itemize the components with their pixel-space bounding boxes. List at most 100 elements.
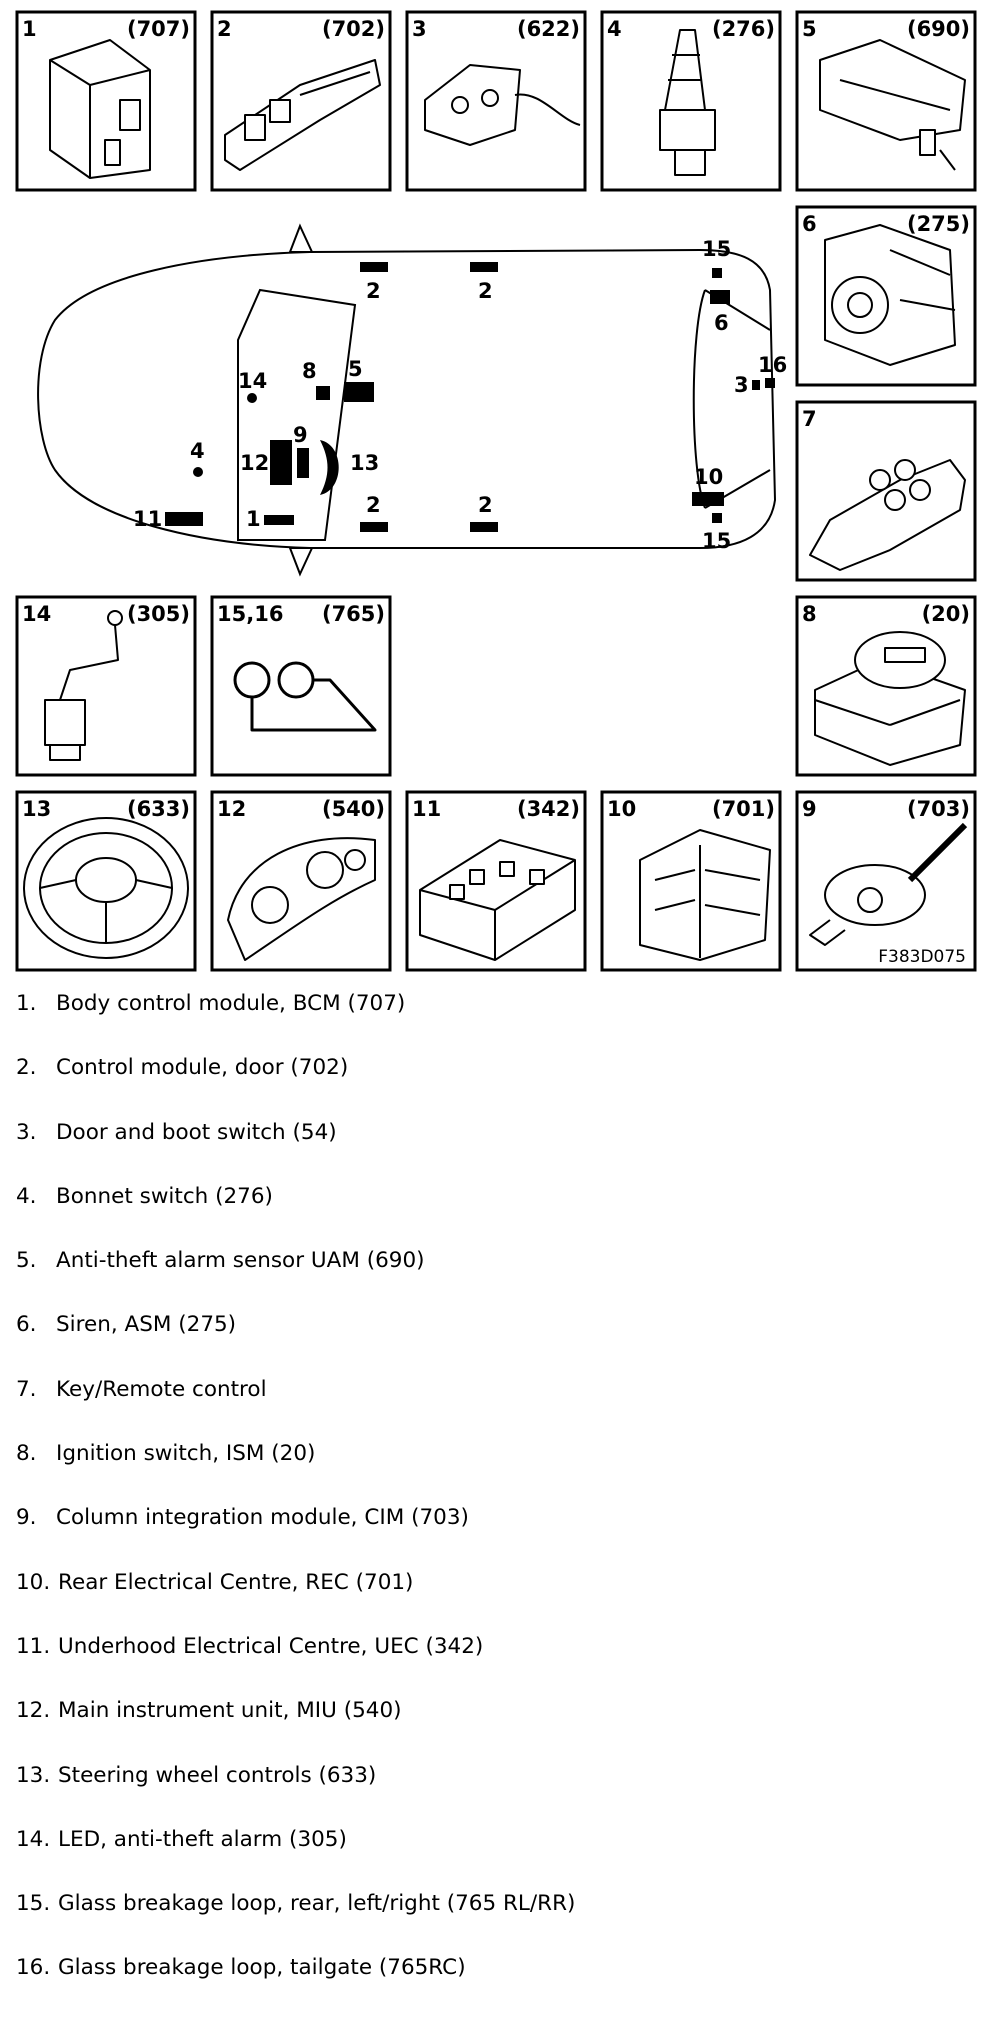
- ignition-switch-icon: [815, 632, 965, 765]
- marker-door-rl: [470, 262, 498, 272]
- label-tailgate: 16: [758, 353, 787, 377]
- box-11-number: 11: [412, 797, 441, 821]
- legend-item: 7.Key/Remote control: [16, 1376, 575, 1440]
- box-3-number: 3: [412, 17, 427, 41]
- label-switch-rear: 3: [734, 373, 749, 397]
- box-1-code: (707): [127, 17, 190, 41]
- box-1-number: 1: [22, 17, 37, 41]
- legend-item: 16.Glass breakage loop, tailgate (765RC): [16, 1954, 575, 2018]
- label-cim: 9: [293, 423, 308, 447]
- box-5-code: (690): [907, 17, 970, 41]
- figure-code: F383D075: [878, 947, 966, 967]
- marker-glass-bottom: [712, 513, 722, 523]
- glass-breakage-loop-icon: [235, 663, 375, 730]
- box-4-code: (276): [712, 17, 775, 41]
- marker-bonnet: [193, 467, 203, 477]
- marker-ignition: [316, 386, 330, 400]
- anti-theft-sensor-icon: [820, 40, 965, 170]
- marker-door-fl: [360, 262, 388, 272]
- legend-item: 3.Door and boot switch (54): [16, 1119, 575, 1183]
- box-14-number: 14: [22, 602, 51, 626]
- box-9-number: 9: [802, 797, 817, 821]
- legend-item: 2.Control module, door (702): [16, 1054, 575, 1118]
- box-7-number: 7: [802, 407, 817, 431]
- label-door-rl: 2: [478, 279, 493, 303]
- marker-siren: [710, 290, 730, 304]
- label-led: 14: [238, 369, 267, 393]
- body-control-module-icon: [50, 40, 150, 178]
- instrument-cluster-icon: [228, 838, 375, 960]
- label-siren: 6: [714, 311, 729, 335]
- label-glass-bottom: 15: [702, 529, 731, 553]
- box-14-code: (305): [127, 602, 190, 626]
- label-sensor: 5: [348, 357, 363, 381]
- box-12-code: (540): [322, 797, 385, 821]
- label-uec: 11: [133, 507, 162, 531]
- legend-item: 1.Body control module, BCM (707): [16, 990, 575, 1054]
- legend-item: 14.LED, anti-theft alarm (305): [16, 1826, 575, 1890]
- legend-item: 11.Underhood Electrical Centre, UEC (342…: [16, 1633, 575, 1697]
- box-11-code: (342): [517, 797, 580, 821]
- box-3-code: (622): [517, 17, 580, 41]
- legend-item: 15.Glass breakage loop, rear, left/right…: [16, 1890, 575, 1954]
- component-location-diagram: 1 (707) 2 (702) 3 (622) 4 (276) 5 (690) …: [0, 0, 1008, 975]
- door-boot-switch-icon: [425, 65, 580, 145]
- box-5-number: 5: [802, 17, 817, 41]
- siren-icon: [825, 225, 955, 365]
- legend-item: 5.Anti-theft alarm sensor UAM (690): [16, 1247, 575, 1311]
- box-10-code: (701): [712, 797, 775, 821]
- box-6-code: (275): [907, 212, 970, 236]
- box-15-16-code: (765): [322, 602, 385, 626]
- steering-wheel-icon: [24, 818, 188, 958]
- label-rec: 10: [694, 465, 723, 489]
- marker-door-rr: [470, 522, 498, 532]
- box-13-code: (633): [127, 797, 190, 821]
- box-13-number: 13: [22, 797, 51, 821]
- legend-item: 13.Steering wheel controls (633): [16, 1762, 575, 1826]
- box-12-number: 12: [217, 797, 246, 821]
- box-2-code: (702): [322, 17, 385, 41]
- fuse-box-icon: [420, 840, 575, 960]
- marker-sensor: [344, 382, 374, 402]
- marker-door-fr: [360, 522, 388, 532]
- bonnet-switch-icon: [660, 30, 715, 175]
- label-glass-top: 15: [702, 237, 731, 261]
- label-door-fr: 2: [366, 493, 381, 517]
- label-door-fl: 2: [366, 279, 381, 303]
- component-legend: 1.Body control module, BCM (707) 2.Contr…: [16, 990, 575, 2019]
- box-8-code: (20): [922, 602, 970, 626]
- box-4-number: 4: [607, 17, 622, 41]
- label-bonnet: 4: [190, 439, 205, 463]
- marker-uec: [165, 512, 203, 526]
- legend-item: 6.Siren, ASM (275): [16, 1311, 575, 1375]
- legend-item: 8.Ignition switch, ISM (20): [16, 1440, 575, 1504]
- label-door-rr: 2: [478, 493, 493, 517]
- label-ignition: 8: [302, 359, 317, 383]
- box-8-number: 8: [802, 602, 817, 626]
- legend-item: 9.Column integration module, CIM (703): [16, 1504, 575, 1568]
- legend-item: 10.Rear Electrical Centre, REC (701): [16, 1569, 575, 1633]
- door-control-module-icon: [225, 60, 380, 170]
- rear-electrical-centre-icon: [640, 830, 770, 960]
- marker-bcm: [264, 515, 294, 525]
- marker-led: [247, 393, 257, 403]
- box-2-number: 2: [217, 17, 232, 41]
- box-6-number: 6: [802, 212, 817, 236]
- box-10-number: 10: [607, 797, 636, 821]
- marker-cim: [297, 448, 309, 478]
- marker-miu: [270, 440, 292, 485]
- marker-tailgate: [765, 378, 775, 388]
- label-miu: 12: [240, 451, 269, 475]
- legend-item: 4.Bonnet switch (276): [16, 1183, 575, 1247]
- remote-key-icon: [810, 460, 965, 570]
- marker-glass-top: [712, 268, 722, 278]
- marker-rec: [692, 492, 724, 506]
- box-9-code: (703): [907, 797, 970, 821]
- label-swc: 13: [350, 451, 379, 475]
- legend-item: 12.Main instrument unit, MIU (540): [16, 1697, 575, 1761]
- marker-switch-rear: [752, 380, 760, 390]
- led-icon: [45, 611, 122, 760]
- label-bcm: 1: [246, 507, 261, 531]
- box-15-16-number: 15,16: [217, 602, 283, 626]
- column-module-icon: [810, 825, 965, 945]
